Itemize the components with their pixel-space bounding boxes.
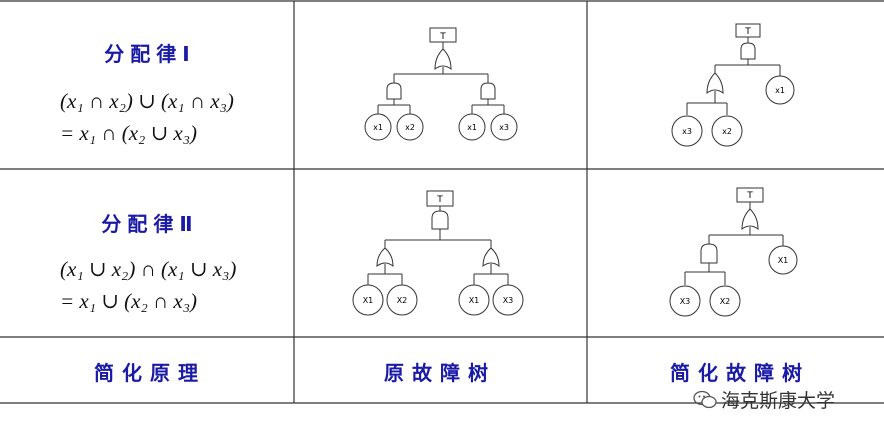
distributive-law-1-title: 分配律Ⅰ (104, 42, 196, 66)
top-event-label: T (436, 195, 443, 205)
event-label: x3 (499, 123, 509, 132)
watermark-text: 海克斯康大学 (721, 390, 836, 412)
or-gate (741, 208, 759, 230)
basic-event-circle (709, 285, 741, 317)
top-event-label: T (439, 32, 446, 42)
distributive-law-2-title: 分配律Ⅱ (101, 212, 199, 236)
top-event-label: T (746, 191, 753, 201)
and-gate (700, 243, 718, 264)
watermark: 海克斯康大学 (693, 386, 835, 413)
event-label: x2 (405, 123, 415, 132)
event-label: X1 (469, 296, 480, 305)
event-label: x1 (373, 123, 383, 132)
basic-event-circle (458, 113, 486, 141)
formula-1-line-2: = x₁ ∩ (x₂ ∪ x₃) (60, 121, 198, 145)
event-label: X1 (363, 296, 374, 305)
event-label: X2 (397, 296, 408, 305)
event-label: x1 (775, 86, 785, 95)
basic-event-circle (490, 113, 518, 141)
event-label: x2 (722, 127, 732, 136)
event-label: X3 (680, 297, 691, 306)
formula-2-line-2: = x₁ ∪ (x₂ ∩ x₃) (60, 289, 198, 313)
footer-original-fault-tree: 原故障树 (384, 361, 496, 385)
fault-tree-original-2: T X1 X2 X1 X3 (352, 190, 524, 316)
fault-tree-simplified-2: T X3 X2 X1 (669, 187, 798, 317)
basic-event-circle (765, 75, 795, 105)
wechat-icon (693, 390, 717, 408)
basic-event-circle (768, 245, 798, 275)
basic-event-circle (364, 113, 392, 141)
basic-event-circle (386, 284, 418, 316)
basic-event-circle (458, 284, 490, 316)
footer-simplification-principle: 简化原理 (94, 361, 206, 385)
event-label: X2 (720, 297, 731, 306)
basic-event-circle (352, 284, 384, 316)
formula-1-line-1: (x₁ ∩ x₂) ∪ (x₁ ∩ x₃) (60, 89, 234, 113)
or-gate (482, 247, 500, 267)
event-label: X3 (503, 296, 514, 305)
or-gate (376, 247, 394, 267)
top-event-label: T (744, 27, 751, 37)
and-gate (480, 82, 496, 100)
fault-tree-original-1: T x1 x2 x1 x3 (364, 27, 518, 141)
and-gate (740, 42, 756, 60)
or-gate (434, 48, 452, 70)
footer-simplified-fault-tree: 简化故障树 (670, 361, 810, 385)
and-gate (386, 82, 402, 100)
basic-event-circle (492, 284, 524, 316)
event-label: x3 (682, 127, 692, 136)
basic-event-circle (711, 115, 743, 147)
and-gate (431, 210, 449, 230)
event-label: X1 (778, 256, 789, 265)
event-label: x1 (467, 123, 477, 132)
basic-event-circle (669, 285, 701, 317)
basic-event-circle (396, 113, 424, 141)
formula-2-line-1: (x₁ ∪ x₂) ∩ (x₁ ∪ x₃) (60, 257, 237, 281)
basic-event-circle (671, 115, 703, 147)
fault-tree-simplified-1: T x3 x2 x1 (671, 23, 795, 147)
or-gate (706, 72, 724, 94)
